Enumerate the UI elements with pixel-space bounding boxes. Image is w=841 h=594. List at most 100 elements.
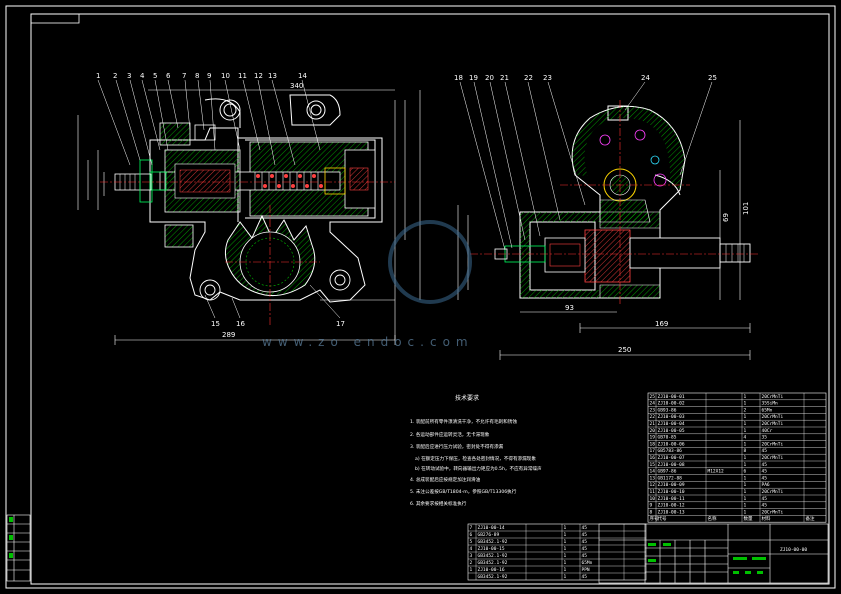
- parts-header-cell: 代号: [658, 515, 667, 522]
- parts-cell: 45: [762, 462, 768, 468]
- parts-cell: 8: [650, 509, 653, 515]
- part-label-10: 10: [221, 72, 230, 80]
- parts-cell: 11: [650, 489, 656, 495]
- part-label-17: 17: [336, 320, 345, 328]
- output-shaft: [494, 237, 751, 269]
- part-label-5: 5: [153, 72, 157, 80]
- right-center-lines: [470, 100, 760, 305]
- parts-cell: ZJ10-00-13: [658, 509, 685, 515]
- parts-cell: 1: [744, 428, 747, 434]
- parts-cell: M12X12: [708, 469, 725, 475]
- parts-cell: 21: [650, 421, 656, 427]
- parts-cell: 65Mn: [762, 407, 773, 413]
- parts-cell: 1: [744, 482, 747, 488]
- parts-cell: 6: [744, 469, 747, 475]
- parts-header-cell: 名称: [708, 515, 717, 522]
- parts-cell: 4: [744, 435, 747, 441]
- parts-cell: 1: [744, 503, 747, 509]
- part-label-7: 7: [182, 72, 186, 80]
- parts-cell: 12: [650, 482, 656, 488]
- parts-cell: GB276-89: [478, 532, 500, 538]
- parts-cell: ZJ10-00-01: [658, 394, 685, 400]
- mounting-bosses: [199, 269, 351, 301]
- parts-cell: ZJ10-00-14: [478, 525, 505, 531]
- part-label-4: 4: [140, 72, 145, 80]
- parts-cell: 4: [470, 546, 473, 552]
- parts-cell: 9: [650, 503, 653, 509]
- part-label-9: 9: [207, 72, 211, 80]
- dimension-mid-right: 169: [655, 320, 668, 328]
- parts-cell: 20CrMnTi: [762, 441, 784, 447]
- parts-cell: 20: [650, 428, 656, 434]
- parts-cell: 1: [564, 539, 567, 545]
- parts-cell: 14: [650, 469, 656, 475]
- left-leader-lines: [97, 79, 341, 319]
- parts-cell: 45: [582, 574, 588, 580]
- note-3: 3. 装配后应进行压力试验，密封处不得有渗漏: [410, 443, 504, 450]
- part-label-12: 12: [254, 72, 263, 80]
- dimension-height-2: 69: [722, 213, 730, 222]
- parts-cell: 65Mn: [582, 560, 593, 566]
- parts-cell: PA6: [762, 482, 770, 488]
- parts-cell: ZJ10-00-02: [658, 401, 685, 407]
- parts-cell: 20CrMnTi: [762, 421, 784, 427]
- parts-cell: 1: [744, 509, 747, 515]
- parts-cell: 1: [564, 560, 567, 566]
- parts-cell: 45: [762, 503, 768, 509]
- parts-cell: 1: [744, 455, 747, 461]
- parts-cell: ZJ10-00-15: [478, 546, 505, 552]
- part-label-14: 14: [298, 72, 307, 80]
- dimension-short-right: 93: [565, 304, 574, 312]
- dimension-overall-left: 289: [222, 331, 235, 339]
- sector-gear: [224, 214, 316, 296]
- parts-cell: 7: [470, 525, 473, 531]
- parts-cell: 45: [762, 469, 768, 475]
- parts-cell: 6: [470, 532, 473, 538]
- part-label-11: 11: [238, 72, 247, 80]
- right-dimension-lines: [457, 120, 751, 360]
- part-label-6: 6: [166, 72, 171, 80]
- parts-cell: 2: [470, 560, 473, 566]
- parts-cell: GB3452.1-92: [478, 574, 508, 580]
- parts-cell: ZJ10-00-10: [658, 489, 685, 495]
- left-center-lines: [100, 181, 395, 325]
- parts-cell: 1: [564, 553, 567, 559]
- part-label-19: 19: [469, 74, 478, 82]
- parts-cell: 1: [744, 489, 747, 495]
- part-label-16: 16: [236, 320, 245, 328]
- parts-cell: 45: [582, 539, 588, 545]
- parts-cell: 45: [762, 448, 768, 454]
- part-label-8: 8: [195, 72, 199, 80]
- parts-cell: 18: [650, 441, 656, 447]
- left-margin-table: [6, 514, 31, 582]
- input-valve-assembly: [114, 122, 241, 248]
- parts-cell: 35SiMn: [762, 401, 779, 407]
- right-part-labels: 18 19 20 21 22 23 24 25 250 169 93 101 6…: [454, 74, 750, 354]
- parts-cell: 1: [744, 401, 747, 407]
- parts-cell: 20CrMnTi: [762, 394, 784, 400]
- parts-cell: GB3452.1-92: [478, 560, 508, 566]
- technical-notes: 技术要求 1. 装配前所有零件须清洗干净，不允许有毛刺和锈蚀 2. 各运动部件应…: [410, 394, 542, 507]
- parts-cell: ZJ10-00-04: [658, 421, 685, 427]
- note-1: 1. 装配前所有零件须清洗干净，不允许有毛刺和锈蚀: [410, 418, 517, 425]
- parts-cell: 19: [650, 435, 656, 441]
- right-leader-lines: [459, 81, 713, 251]
- part-label-3: 3: [127, 72, 131, 80]
- parts-cell: 1: [564, 525, 567, 531]
- parts-cell: 1: [744, 394, 747, 400]
- parts-cell: 1: [470, 567, 473, 573]
- parts-cell: 1: [744, 421, 747, 427]
- parts-cell: 20CrMnTi: [762, 509, 784, 515]
- parts-cell: ZJ10-00-07: [658, 455, 685, 461]
- dimension-overall-right: 250: [618, 346, 631, 354]
- parts-cell: 1: [744, 475, 747, 481]
- parts-cell: 3: [470, 553, 473, 559]
- parts-cell: ZJ10-00-12: [658, 503, 685, 509]
- parts-cell: 45: [582, 525, 588, 531]
- parts-cell: 45: [582, 546, 588, 552]
- parts-cell: GB3452.1-92: [478, 553, 508, 559]
- parts-cell: 10: [650, 496, 656, 502]
- parts-header-cell: 数量: [744, 515, 753, 522]
- part-label-20: 20: [485, 74, 494, 82]
